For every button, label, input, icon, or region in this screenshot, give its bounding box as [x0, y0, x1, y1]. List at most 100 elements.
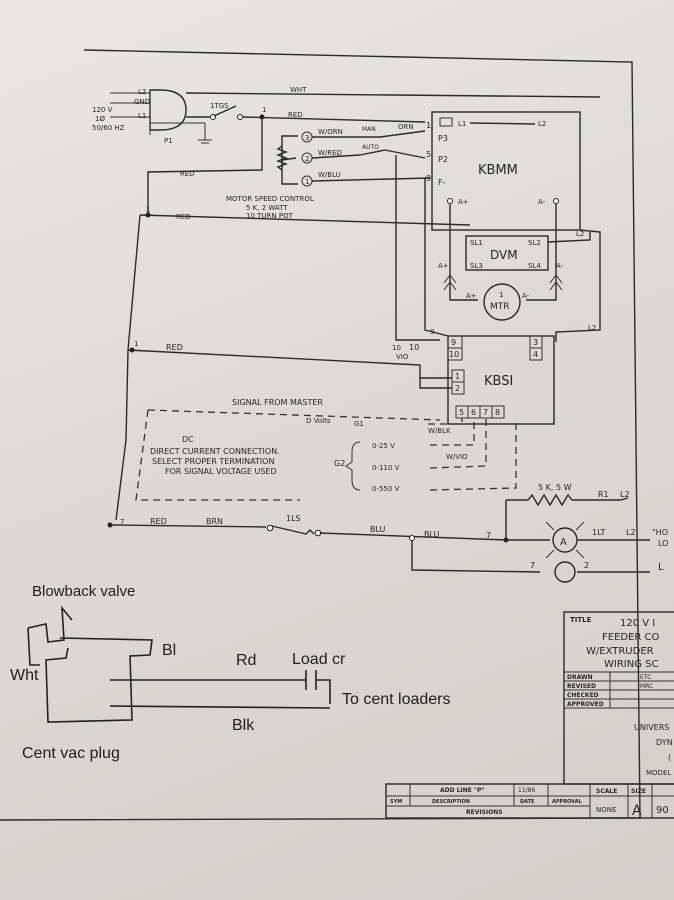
dvm-sl2: SL2: [528, 239, 541, 247]
hw-to-cent: To cent loaders: [342, 691, 451, 708]
dvm-sl4: SL4: [528, 262, 541, 270]
kbsi-t6: 6: [471, 408, 476, 417]
hw-blowback-valve: [27, 605, 153, 723]
orn-label: ORN: [398, 123, 414, 131]
dvm-aminus: A-: [556, 262, 564, 270]
tb-scale-lbl: SCALE: [596, 788, 617, 795]
red-bottom-label: RED: [150, 517, 167, 526]
dvm-l2: L2: [576, 230, 584, 238]
kbmm-aminus: A-: [538, 198, 546, 206]
tb-drawn-lbl: DRAWN: [567, 674, 593, 681]
tb-dwg-no: 90: [656, 805, 669, 816]
pot-t1: 1: [305, 178, 309, 186]
tb-col-date: DATE: [520, 799, 535, 805]
lamp-a: A: [560, 537, 567, 548]
kbsi-t3: 3: [533, 338, 538, 347]
signal-text-1: DIRECT CURRENT CONNECTION.: [150, 447, 280, 456]
signal-text-3: FOR SIGNAL VOLTAGE USED: [165, 467, 277, 476]
tb-revised-val: MRC: [640, 683, 653, 690]
plug-l1-label: L1: [138, 112, 146, 120]
kbsi-t8: 8: [495, 408, 500, 417]
hw-cent-vac: Cent vac plug: [22, 745, 120, 762]
tb-scale-val: NONE: [596, 806, 616, 814]
lamp-1lt-label: 1LT: [592, 528, 605, 537]
kbmm-aplus: A+: [458, 198, 469, 206]
lamp-lo: LO: [658, 539, 668, 548]
brn-label: BRN: [206, 517, 223, 526]
motor-label: MTR: [490, 302, 510, 312]
tb-size-lbl: SIZE: [631, 788, 646, 795]
tb-company-4: MODEL: [646, 769, 671, 777]
kbsi-t4: 4: [533, 350, 538, 359]
range-0-550: 0-550 V: [372, 485, 400, 493]
power-plug-p1: [110, 89, 212, 144]
kbsi-node-10-lbl: 10: [409, 343, 419, 352]
dvm-sl3: SL3: [470, 262, 483, 270]
tb-rev-date: 11/86: [518, 787, 535, 794]
red-wire-top: [242, 116, 426, 123]
tb-title-3: W/EXTRUDER: [586, 646, 654, 657]
red-wire-2-label: RED: [176, 213, 191, 221]
node-7-right: 7: [486, 531, 491, 540]
tb-col-sym: SYM: [390, 799, 402, 805]
kbmm-label: KBMM: [478, 163, 518, 178]
tb-drawn-val: ETC: [640, 674, 651, 681]
tb-company-2: DYN: [656, 738, 673, 747]
kbsi-node-9-lbl: 9: [430, 328, 434, 336]
red-drop-label: RED: [180, 170, 195, 178]
red-drop: [147, 117, 263, 215]
kbsi-t9: 9: [451, 338, 456, 347]
coil-n2: 2: [584, 561, 589, 570]
node-1-top: 1: [262, 106, 266, 114]
title-block: [385, 611, 674, 819]
supply-voltage: 120 V: [92, 106, 113, 114]
auto-label: AUTO: [362, 144, 379, 151]
plug-designator: P1: [164, 137, 173, 145]
node-7-left: 7: [120, 518, 124, 526]
coil-symbol: [554, 561, 576, 583]
signal-g1: G1: [354, 420, 364, 428]
kbsi-t1: 1: [455, 372, 460, 381]
tb-title-hdr: TITLE: [570, 616, 592, 624]
kbmm-t9: 9: [426, 174, 431, 183]
tb-checked-lbl: CHECKED: [567, 692, 599, 699]
motor-aminus: A-: [522, 292, 530, 300]
switch-1tgs-label: 1TGS: [210, 102, 229, 110]
node-1-lower: 1: [134, 340, 138, 348]
drawing-border: [0, 49, 641, 821]
tb-title-1: 120 V I: [620, 618, 655, 629]
kbmm-t5: 5: [426, 150, 431, 159]
wblu-label: W/BLU: [318, 171, 341, 179]
kbmm-fuse: [439, 117, 453, 127]
dvm-label: DVM: [490, 248, 518, 262]
speed-pot: [276, 135, 298, 185]
motor-number: 1: [499, 291, 503, 299]
kbsi-t7: 7: [483, 408, 488, 417]
wvio-label: W/VIO: [446, 453, 468, 461]
node-1-mid: 1: [146, 206, 150, 214]
signal-dc: DC: [182, 435, 194, 444]
vio-label: VIO: [396, 353, 409, 361]
range-0-110: 0-110 V: [372, 464, 400, 472]
supply-phase: 1Ø: [95, 115, 105, 123]
tb-title-2: FEEDER CO: [602, 632, 660, 643]
r1-l2: L2: [620, 490, 630, 499]
vio-node-10: 10: [392, 344, 401, 352]
hw-load-cr: Load cr: [292, 651, 346, 668]
kbsi-l2-top: L2: [588, 324, 596, 332]
hw-wht: Wht: [10, 667, 39, 684]
kbmm-fneg: F-: [438, 178, 446, 187]
dvm-box: [465, 235, 549, 271]
hw-blowback: Blowback valve: [32, 583, 135, 600]
tb-approved-lbl: APPROVED: [567, 701, 604, 708]
hw-bl: Bl: [162, 642, 176, 659]
signal-dvolts: D Volts: [306, 417, 331, 425]
dvm-aplus: A+: [438, 262, 449, 270]
wht-wire-label: WHT: [290, 86, 307, 94]
worn-label: W/ORN: [318, 128, 343, 136]
signal-title: SIGNAL FROM MASTER: [232, 398, 323, 407]
tb-size-val: A: [632, 803, 642, 819]
tb-revisions: REVISIONS: [466, 809, 503, 816]
pot-title-2: 5 K, 2 WATT: [246, 204, 288, 212]
